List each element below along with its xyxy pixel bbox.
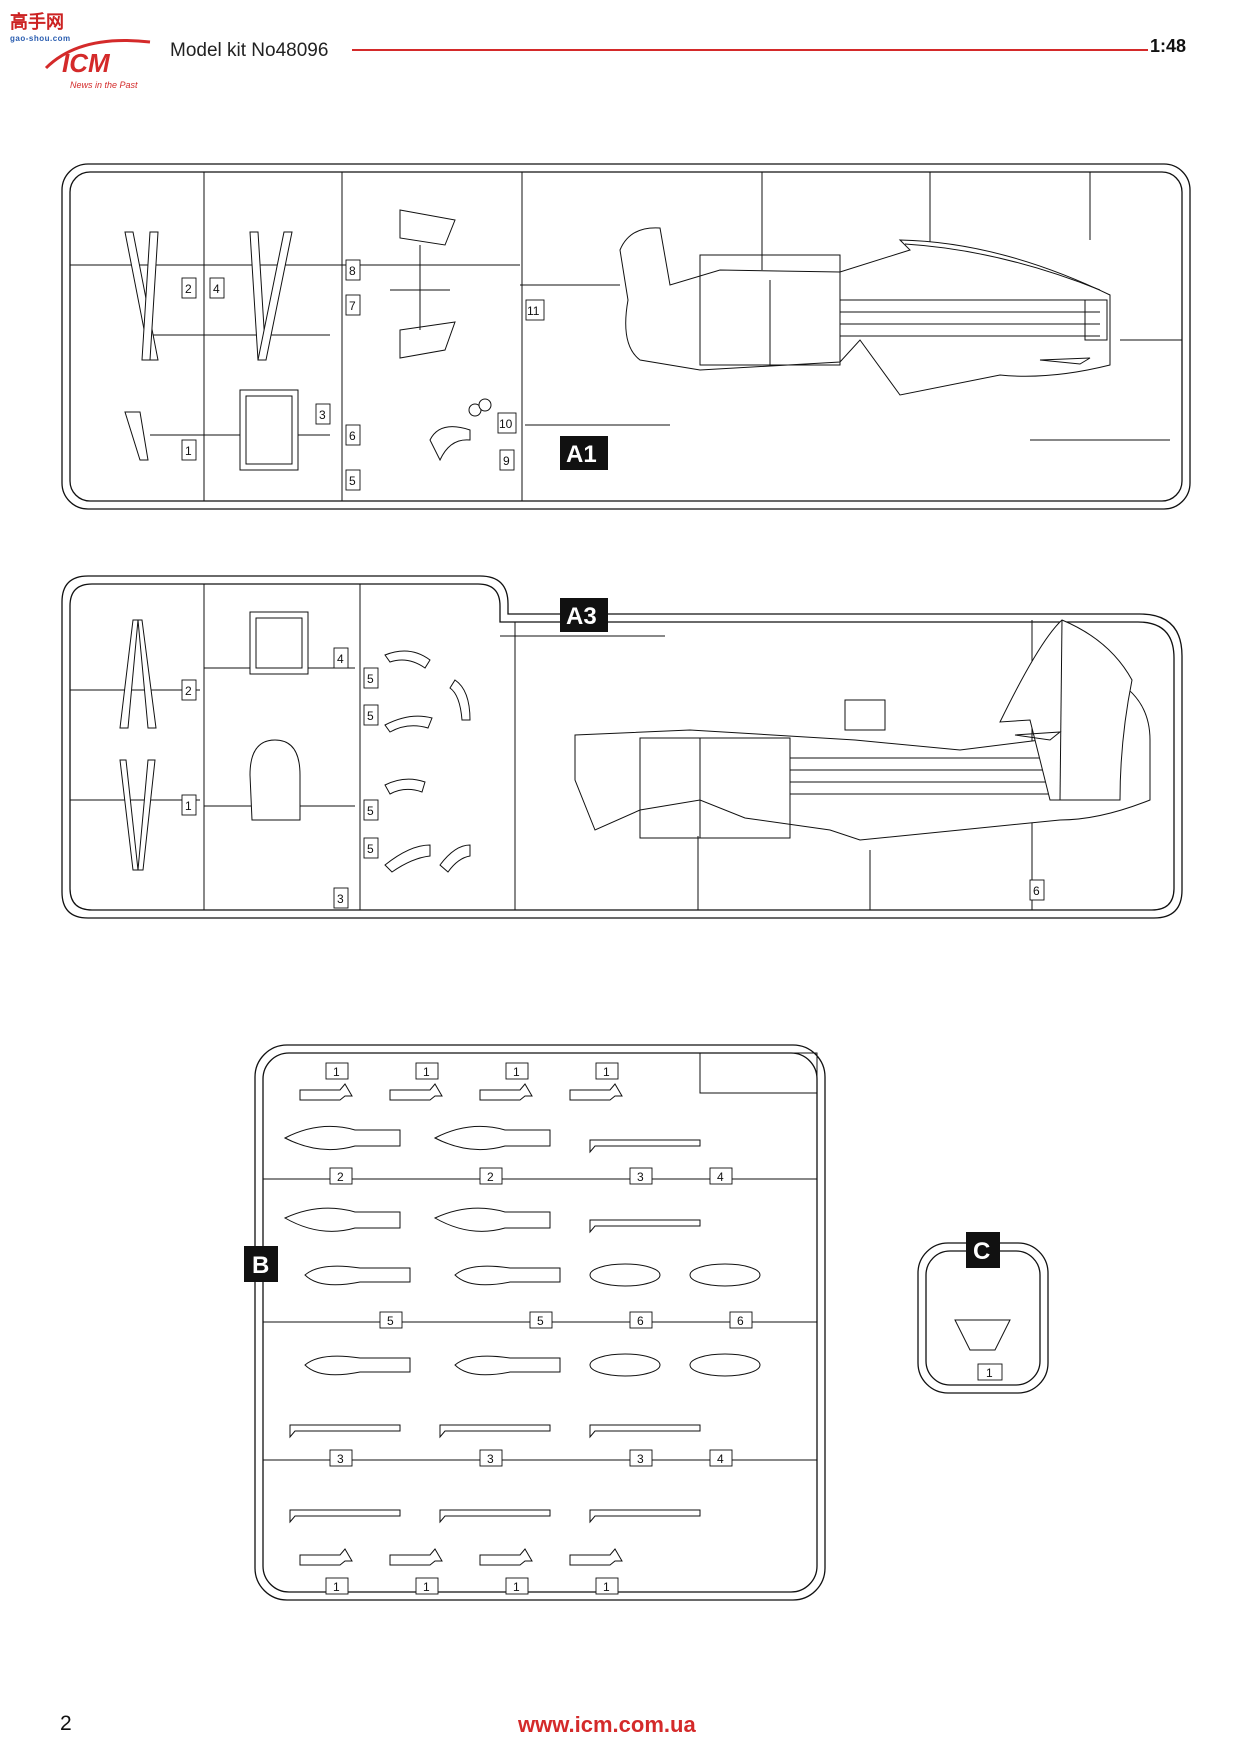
svg-text:1: 1 <box>185 444 192 458</box>
kit-title: Model kit No48096 <box>170 40 329 61</box>
svg-text:1: 1 <box>423 1580 430 1594</box>
svg-text:5: 5 <box>537 1314 544 1328</box>
sprue-label-b: B <box>244 1246 278 1282</box>
bombs-finned <box>304 1265 561 1376</box>
svg-text:4: 4 <box>717 1170 724 1184</box>
icm-logo: ICM News in the Past <box>44 38 151 90</box>
sprue-a3-part-numbers: 2 1 3 4 5 5 5 5 6 <box>181 647 1045 909</box>
svg-text:3: 3 <box>319 408 326 422</box>
svg-text:11: 11 <box>527 304 540 318</box>
svg-text:1: 1 <box>603 1065 610 1079</box>
sprue-label-a3: A3 <box>560 598 608 632</box>
logo-tagline: News in the Past <box>70 80 138 90</box>
svg-text:5: 5 <box>367 804 374 818</box>
svg-text:1: 1 <box>333 1580 340 1594</box>
page-header: 高手网 gao-shou.com ICM News in the Past Mo… <box>0 0 1241 100</box>
svg-text:1: 1 <box>513 1065 520 1079</box>
svg-text:1: 1 <box>185 799 192 813</box>
svg-text:A3: A3 <box>566 603 597 630</box>
svg-text:8: 8 <box>349 264 356 278</box>
sprue-a1-frame <box>61 163 1191 510</box>
svg-text:5: 5 <box>387 1314 394 1328</box>
sprue-a3-frame <box>61 575 1183 919</box>
fuselage-half-right <box>574 619 1151 841</box>
svg-text:1: 1 <box>513 1580 520 1594</box>
svg-text:10: 10 <box>499 417 513 431</box>
watermark: 高手网 gao-shou.com <box>10 12 71 43</box>
sprue-label-a1: A1 <box>560 436 608 470</box>
sprue-label-c: C <box>966 1232 1000 1268</box>
svg-text:B: B <box>252 1252 269 1279</box>
svg-text:6: 6 <box>1033 884 1040 898</box>
svg-text:5: 5 <box>367 672 374 686</box>
svg-text:3: 3 <box>337 892 344 906</box>
rockets-bottom-row <box>299 1548 623 1566</box>
website-link[interactable]: www.icm.com.ua <box>518 1712 696 1737</box>
sprue-b-frame <box>254 1044 826 1601</box>
sprue-a3: 2 1 3 4 5 5 5 5 6 A3 <box>61 575 1183 919</box>
svg-text:2: 2 <box>185 282 192 296</box>
svg-text:1: 1 <box>423 1065 430 1079</box>
sprue-c: 1 C <box>917 1232 1049 1394</box>
svg-text:4: 4 <box>337 652 344 666</box>
svg-text:5: 5 <box>349 474 356 488</box>
svg-text:6: 6 <box>349 429 356 443</box>
fuselage-half-left <box>619 227 1111 396</box>
page-number: 2 <box>60 1712 72 1735</box>
svg-text:6: 6 <box>637 1314 644 1328</box>
svg-text:3: 3 <box>337 1452 344 1466</box>
svg-text:1: 1 <box>333 1065 340 1079</box>
sprue-a1-part-numbers: 2 4 1 3 5 6 7 8 9 10 11 <box>181 259 545 491</box>
svg-text:2: 2 <box>487 1170 494 1184</box>
svg-text:3: 3 <box>487 1452 494 1466</box>
svg-text:3: 3 <box>637 1170 644 1184</box>
svg-text:5: 5 <box>367 709 374 723</box>
svg-text:3: 3 <box>637 1452 644 1466</box>
svg-text:4: 4 <box>717 1452 724 1466</box>
svg-text:7: 7 <box>349 299 356 313</box>
header-divider <box>352 49 1148 51</box>
sprue-a1: 2 4 1 3 5 6 7 8 9 10 11 A1 <box>61 163 1191 510</box>
svg-text:6: 6 <box>737 1314 744 1328</box>
svg-text:1: 1 <box>603 1580 610 1594</box>
svg-text:9: 9 <box>503 454 510 468</box>
svg-text:5: 5 <box>367 842 374 856</box>
bombs-upper <box>283 1125 551 1232</box>
scale-label: 1:48 <box>1150 36 1187 56</box>
svg-text:1: 1 <box>986 1366 993 1380</box>
svg-text:4: 4 <box>213 282 220 296</box>
drop-tanks <box>589 1263 761 1377</box>
rockets-top-row <box>299 1083 623 1101</box>
svg-text:2: 2 <box>337 1170 344 1184</box>
sprue-b-part-numbers: 1 1 1 1 2 2 3 4 5 5 6 6 3 3 3 4 1 1 1 1 <box>325 1062 753 1595</box>
rails <box>289 1139 701 1524</box>
svg-text:C: C <box>973 1238 990 1265</box>
sprue-b: 1 1 1 1 2 2 3 4 5 5 6 6 3 3 3 4 1 1 1 1 … <box>244 1044 826 1601</box>
svg-text:2: 2 <box>185 684 192 698</box>
logo-brand-text: ICM <box>62 48 111 78</box>
svg-text:A1: A1 <box>566 441 597 468</box>
